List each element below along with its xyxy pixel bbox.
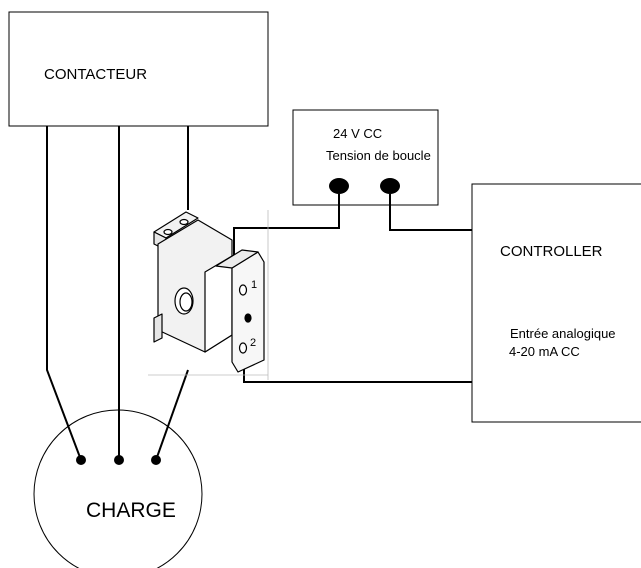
sensor-front-bracket	[204, 255, 233, 353]
wire-phase-3-lower	[155, 369, 189, 461]
load-terminal-1	[76, 455, 86, 465]
current-sensor	[148, 210, 269, 380]
sensor-terminal-2-label: 2	[250, 337, 256, 349]
contactor-box	[8, 11, 269, 127]
sensor-terminal-screw-1	[238, 284, 248, 296]
controller-input-type: Entrée analogique	[510, 326, 616, 341]
sensor-mount-hole-2	[179, 218, 189, 226]
loop-wire-sensor-to-controller	[243, 352, 472, 383]
power-supply-terminal-left	[329, 178, 349, 194]
wire-phase-1	[46, 126, 82, 461]
sensor-foot	[153, 313, 163, 343]
controller-input-range: 4-20 mA CC	[509, 344, 580, 359]
power-supply-terminal-right	[380, 178, 400, 194]
loop-wire-supply-to-controller	[389, 194, 472, 231]
loop-wires	[233, 194, 472, 383]
controller-title: CONTROLLER	[500, 243, 603, 260]
power-supply-voltage: 24 V CC	[333, 126, 382, 141]
sensor-center-screw	[244, 313, 252, 323]
power-supply-box	[292, 109, 439, 206]
contactor-label: CONTACTEUR	[44, 66, 147, 83]
sensor-conductor-hole-inner	[179, 292, 193, 312]
sensor-terminal-1-label: 1	[251, 279, 257, 291]
contactor-load-wires	[46, 126, 189, 461]
load-terminal-3	[151, 455, 161, 465]
load-label: CHARGE	[86, 499, 176, 522]
load-terminal-2	[114, 455, 124, 465]
power-supply-description: Tension de boucle	[326, 148, 431, 163]
sensor-terminal-screw-2	[238, 342, 248, 354]
sensor-terminal-top	[215, 249, 259, 269]
controller-box	[471, 183, 641, 423]
sensor-mount-hole-1	[163, 228, 173, 236]
loop-wire-supply-to-sensor	[233, 194, 340, 262]
sensor-terminal-face	[231, 251, 265, 373]
